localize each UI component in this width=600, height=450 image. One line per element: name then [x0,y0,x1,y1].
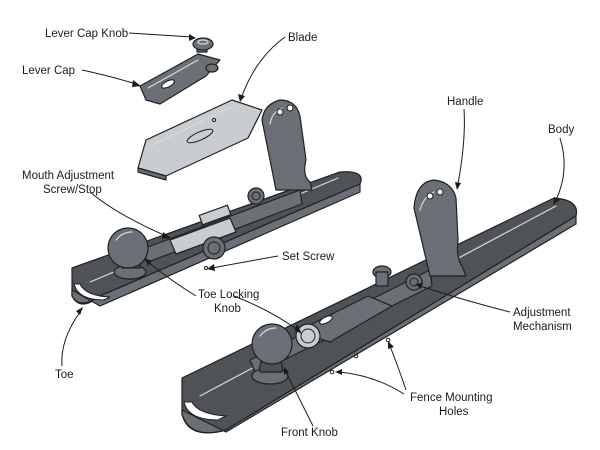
label-handle: Handle [447,96,483,108]
label-toe-locking-line1: Toe Locking [198,289,259,301]
leader-lines [61,32,565,427]
mouth-adjustment-screw [247,187,265,205]
right-plane-illustration [181,179,578,434]
label-lever-cap-knob: Lever Cap Knob [45,28,128,40]
left-plane-handle [261,99,313,191]
label-mouth-adjustment-line2: Screw/Stop [43,184,102,196]
toe-locking-wheel [202,236,226,260]
label-blade: Blade [288,32,317,44]
label-front-knob: Front Knob [281,427,338,439]
right-front-knob [251,323,293,365]
label-body: Body [548,124,574,136]
label-adjustment-line1: Adjustment [513,307,571,319]
label-mouth-adjustment-line1: Mouth Adjustment [22,170,115,182]
label-fence-mounting-line2: Holes [439,406,469,418]
right-plane-side [181,215,577,434]
label-fence-mounting-line1: Fence Mounting [410,392,492,404]
label-set-screw: Set Screw [282,251,335,263]
callout-labels: Lever Cap Knob Lever Cap Blade Mouth Adj… [22,28,574,439]
left-front-knob [107,227,149,269]
blade-illustration [137,99,263,181]
lever-cap-illustration [139,37,221,105]
label-toe: Toe [55,369,74,381]
label-adjustment-line2: Mechanism [513,321,572,333]
left-plane-illustration [71,99,362,307]
label-toe-locking-line2: Knob [214,303,241,315]
left-plane-toe-tip [73,283,113,301]
right-plane-handle [413,179,467,277]
toe-locking-knob-right [295,323,321,349]
label-lever-cap: Lever Cap [22,65,75,77]
left-plane-side [71,183,361,307]
right-plane-toe-tip [183,401,229,421]
